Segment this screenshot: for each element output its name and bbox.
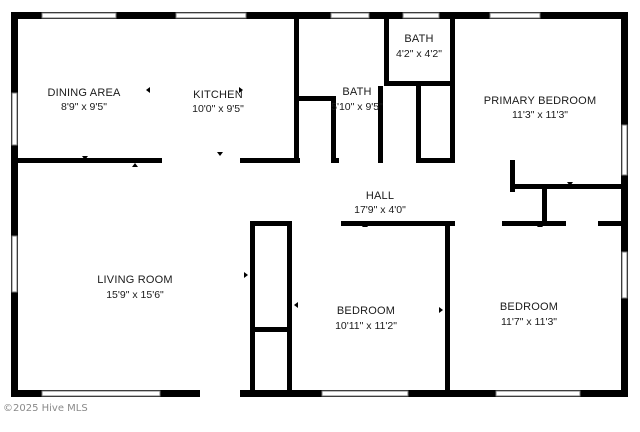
wall-bath-bottom <box>331 158 339 163</box>
room-name: BATH <box>404 33 433 45</box>
wall-bath-inner <box>299 96 335 101</box>
marker <box>217 152 223 156</box>
wall-primary-bottom-b <box>510 184 621 189</box>
hall-label: HALL 17'9" x 4'0" <box>354 190 406 216</box>
room-name: LIVING ROOM <box>97 274 173 286</box>
window <box>41 12 117 19</box>
outer-wall-left <box>11 12 18 397</box>
room-name: KITCHEN <box>193 89 243 101</box>
wall-closet-left <box>378 86 383 163</box>
marker <box>439 307 443 313</box>
marker <box>82 156 88 160</box>
wall-closet-right <box>287 221 292 390</box>
window <box>330 12 370 19</box>
room-name: BEDROOM <box>337 305 395 317</box>
window <box>621 251 628 299</box>
room-labels: DINING AREA 8'9" x 9'5" KITCHEN 10'0" x … <box>47 33 596 332</box>
window <box>495 390 581 397</box>
room-name: BEDROOM <box>500 301 558 313</box>
bedroom-label: BEDROOM 10'11" x 11'2" <box>335 305 397 332</box>
wall-kitchen-bath <box>294 19 299 163</box>
marker <box>146 87 150 93</box>
copyright-notice: ©2025 Hive MLS <box>3 403 88 414</box>
room-dims: 15'9" x 15'6" <box>106 289 164 301</box>
wall-bath-stub <box>331 96 336 163</box>
wall-primary-bottom-a <box>510 160 515 192</box>
living-room-label: LIVING ROOM 15'9" x 15'6" <box>97 274 173 301</box>
wall-bedroom-divider <box>445 221 450 390</box>
wall-closet-mid <box>416 86 421 163</box>
marker <box>294 302 298 308</box>
window <box>321 390 409 397</box>
room-dims: 17'9" x 4'0" <box>354 204 406 216</box>
outer-wall-top <box>11 12 628 19</box>
room-name: HALL <box>366 190 394 202</box>
room-name: PRIMARY BEDROOM <box>484 95 597 107</box>
window <box>402 12 440 19</box>
marker <box>362 223 368 227</box>
window <box>11 235 18 293</box>
wall-closet-shelf <box>255 327 287 332</box>
room-dims: 10'0" x 9'5" <box>192 103 244 115</box>
room-dims: 5'10" x 9'5" <box>331 101 383 113</box>
window <box>41 390 161 397</box>
wall-dining-living <box>18 158 162 163</box>
wall-closet-bottom-b <box>598 221 621 226</box>
wall-hall-bottom <box>341 221 455 226</box>
door-openings <box>200 389 240 398</box>
room-dims: 10'11" x 11'2" <box>335 320 397 332</box>
window <box>175 12 247 19</box>
markers <box>82 87 573 313</box>
wall-kitchen-hall <box>240 158 300 163</box>
room-dims: 4'2" x 4'2" <box>396 48 442 60</box>
dining-area-label: DINING AREA 8'9" x 9'5" <box>47 87 121 113</box>
wall-closet-divider <box>542 184 547 225</box>
marker <box>132 163 138 167</box>
bedroom-2-label: BEDROOM 11'7" x 11'3" <box>500 301 558 328</box>
window <box>621 124 628 176</box>
room-dims: 11'7" x 11'3" <box>501 316 557 328</box>
room-dims: 8'9" x 9'5" <box>61 101 107 113</box>
kitchen-label: KITCHEN 10'0" x 9'5" <box>192 89 244 115</box>
room-name: BATH <box>342 86 371 98</box>
room-dims: 11'3" x 11'3" <box>512 109 568 121</box>
wall-closet-left <box>250 221 255 390</box>
windows <box>11 12 628 397</box>
marker <box>244 272 248 278</box>
marker <box>567 182 573 186</box>
window <box>11 92 18 146</box>
room-name: DINING AREA <box>47 87 121 99</box>
wall-small-bath-right <box>450 19 455 163</box>
wall-closet-bottom <box>416 158 455 163</box>
walls <box>11 12 628 397</box>
outer-wall-bottom <box>11 390 628 397</box>
primary-bedroom-label: PRIMARY BEDROOM 11'3" x 11'3" <box>484 95 597 121</box>
wall-small-bath-bottom <box>384 81 454 86</box>
marker <box>239 87 243 93</box>
wall-closet-bottom-a <box>502 221 566 226</box>
front-door <box>200 389 240 398</box>
wall-small-bath-left <box>384 19 389 83</box>
outer-wall-right <box>621 12 628 397</box>
marker <box>537 223 543 227</box>
window <box>489 12 541 19</box>
bath-label: BATH 5'10" x 9'5" <box>331 86 383 113</box>
small-bath-label: BATH 4'2" x 4'2" <box>396 33 442 60</box>
wall-closet-top <box>250 221 292 226</box>
